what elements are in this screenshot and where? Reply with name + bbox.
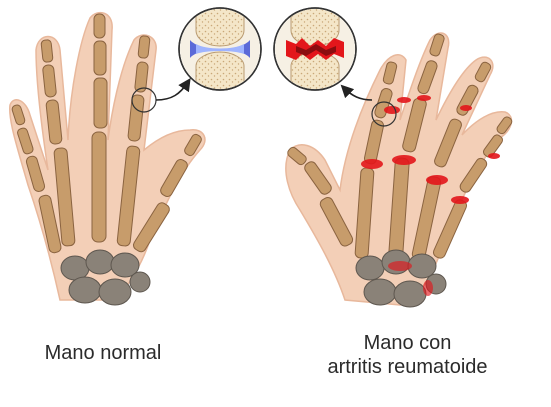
bone-ring-metacarpal <box>53 147 76 247</box>
bone-middle-distal <box>93 13 106 39</box>
bone-index-metacarpal <box>116 145 141 247</box>
ra-bone-thumb-metacarpal <box>319 197 354 247</box>
ra-bone-thumb-proximal <box>304 161 332 195</box>
ra-bone-little-proximal <box>459 157 488 193</box>
ra-hand-label-line2: artritis reumatoide <box>327 356 488 378</box>
bone-little-middle <box>17 127 34 155</box>
ra-inflammation-marks <box>361 95 500 296</box>
bone-middle-middle <box>93 40 107 76</box>
normal-hand-bones <box>11 13 202 254</box>
ra-bone-ring-distal <box>474 61 492 83</box>
ra-hand <box>285 32 513 308</box>
ra-hand-label-line1: Mano con <box>363 332 452 354</box>
bone-middle-metacarpal <box>91 131 107 243</box>
bone-little-metacarpal <box>38 194 62 254</box>
ra-hand-bones <box>287 33 513 261</box>
normal-hand-caption: Mano normal <box>18 341 188 365</box>
ra-bone-index-middle <box>374 87 393 119</box>
bone-little-proximal <box>25 155 46 192</box>
normal-hand <box>8 11 206 306</box>
bone-index-distal <box>137 35 151 59</box>
ra-bone-little-middle <box>482 134 504 158</box>
bone-ring-middle <box>42 64 57 98</box>
ra-bone-middle-distal <box>429 33 445 57</box>
bone-thumb-distal <box>184 133 202 157</box>
bone-ring-proximal <box>45 99 63 145</box>
inflamed-joint-icon <box>273 7 357 91</box>
bone-ring-distal <box>40 39 54 63</box>
bone-thumb-proximal <box>160 159 188 197</box>
bone-middle-proximal <box>93 77 108 129</box>
ra-bone-thumb-distal <box>287 146 307 166</box>
arrow-icon <box>155 78 191 101</box>
arrow-icon <box>340 84 373 101</box>
ra-joint-highlight <box>371 101 397 127</box>
ra-hand-caption: Mano con artritis reumatoide <box>300 331 515 379</box>
normal-hand-carpals <box>60 249 151 306</box>
ra-hand-carpals <box>355 249 447 308</box>
healthy-joint-icon <box>178 7 262 91</box>
normal-hand-skin <box>8 11 206 301</box>
bone-index-middle <box>134 61 149 93</box>
ra-bone-index-distal <box>382 61 398 85</box>
bone-index-proximal <box>127 94 145 142</box>
ra-bone-middle-middle <box>417 60 438 95</box>
bone-little-distal <box>11 104 26 126</box>
bone-thumb-metacarpal <box>132 202 170 253</box>
ra-bone-ring-proximal <box>434 118 462 168</box>
normal-hand-label: Mano normal <box>44 342 162 364</box>
ra-bone-little-distal <box>496 116 513 135</box>
